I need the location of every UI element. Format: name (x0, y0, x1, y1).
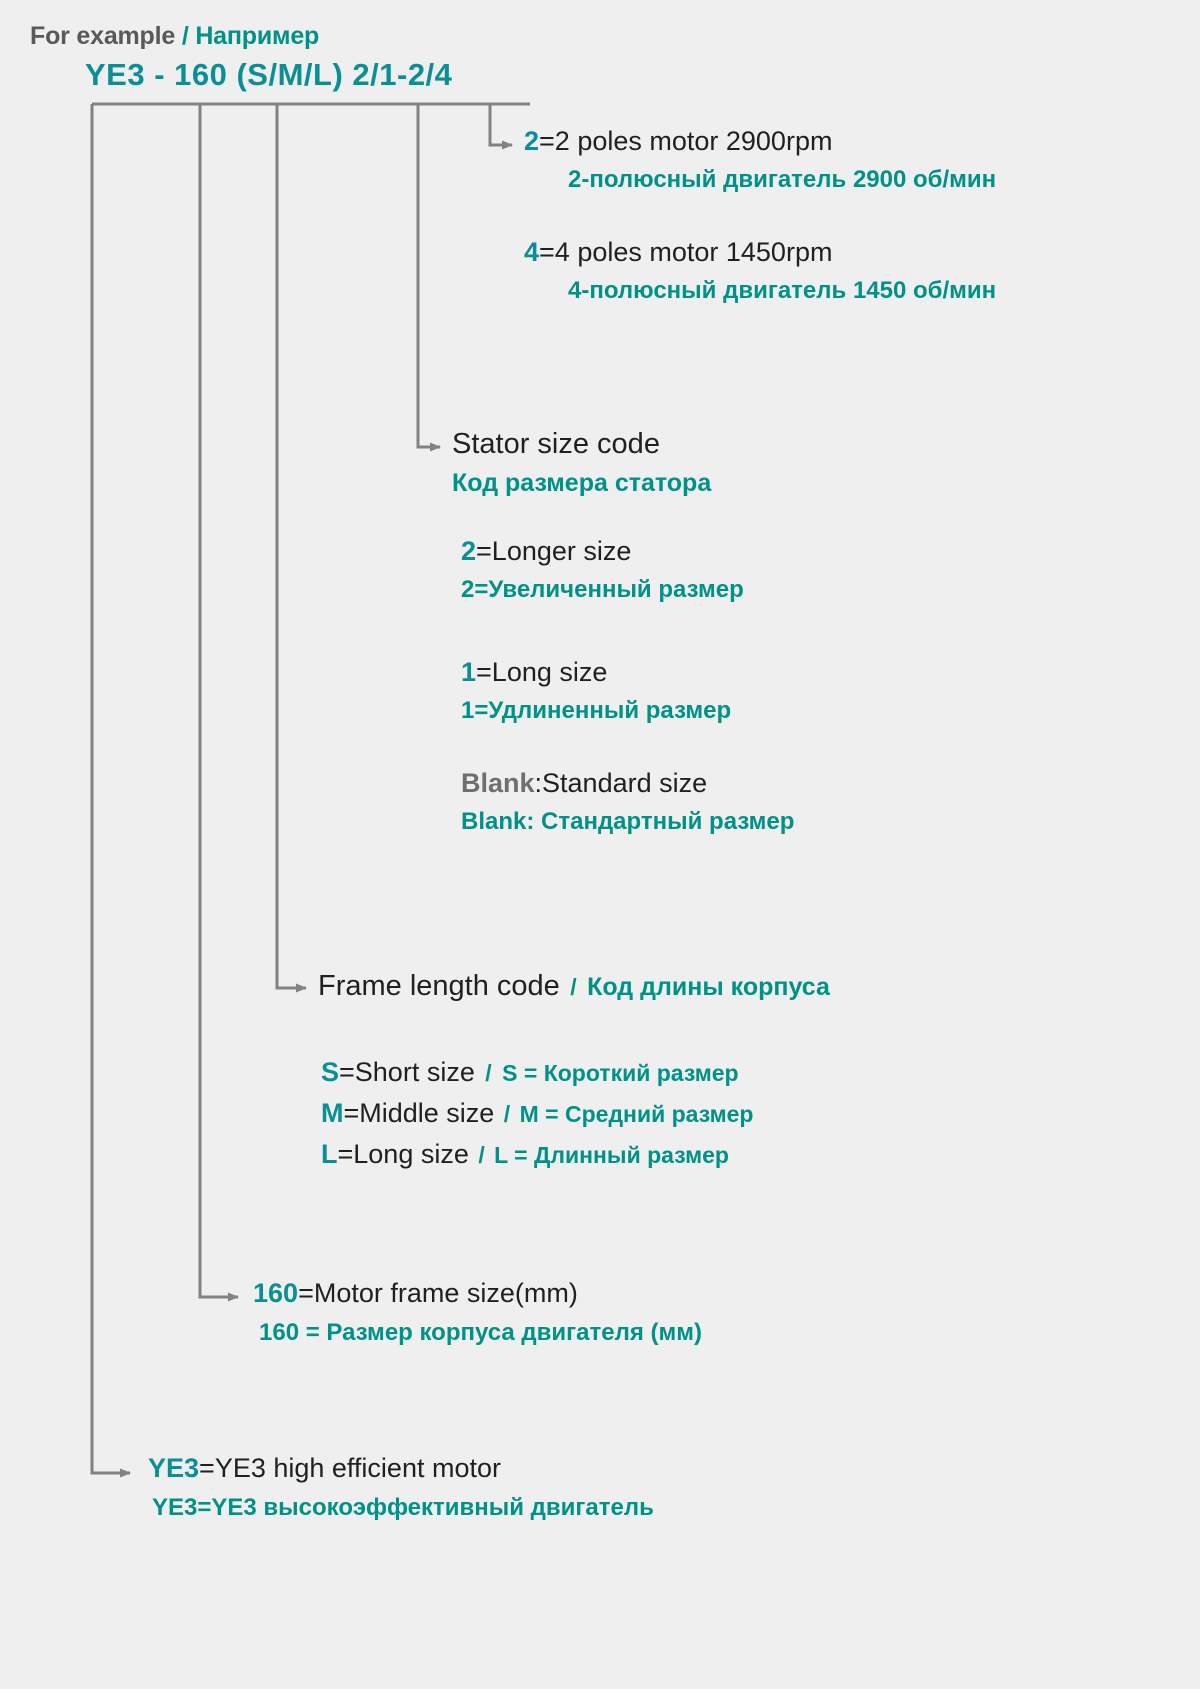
series-entry-ye3-code: YE3 (148, 1453, 200, 1483)
series-entry-ye3-ru: YE3=YE3 высокоэффективный двигатель (152, 1493, 654, 1521)
header-separator: / (181, 22, 189, 50)
frame-length-entry-l-sep: / (478, 1142, 485, 1168)
frame-length-entry-l-ru: L = Длинный размер (494, 1142, 729, 1168)
poles-entry-4-ru: 4-полюсный двигатель 1450 об/мин (568, 276, 997, 304)
frame-length-title-en: Frame length code (318, 970, 560, 1002)
model-code: YE3 - 160 (S/M/L) 2/1-2/4 (85, 57, 453, 92)
header-example: For example / Например (30, 22, 319, 51)
poles-entry-4-en: =4 poles motor 1450rpm (539, 237, 833, 267)
frame-length-entry-m-code: M (321, 1098, 344, 1128)
section-poles-entry-4: 4=4 poles motor 1450rpm 4-полюсный двига… (524, 237, 996, 306)
frame-length-entry-s-sep: / (485, 1060, 492, 1086)
stator-size-entry-2-ru: 2=Увеличенный размер (461, 575, 744, 603)
frame-size-entry-160-ru: 160 = Размер корпуса двигателя (мм) (259, 1318, 703, 1346)
frame-length-entry-l: L=Long size / L = Длинный размер (321, 1139, 729, 1171)
frame-length-entry-s: S=Short size / S = Короткий размер (321, 1057, 739, 1089)
poles-entry-4-code: 4 (524, 237, 540, 267)
frame-length-title-ru: Код длины корпуса (587, 973, 830, 1001)
stator-size-entry-2: 2=Longer size 2=Увеличенный размер (461, 536, 744, 605)
section-poles-entry-2: 2=2 poles motor 2900rpm 2-полюсный двига… (524, 126, 996, 195)
frame-length-entry-s-ru: S = Короткий размер (502, 1060, 739, 1086)
frame-length-entry-l-en: =Long size (337, 1139, 469, 1169)
poles-entry-2-code: 2 (524, 126, 540, 156)
poles-entry-2-ru: 2-полюсный двигатель 2900 об/мин (568, 165, 997, 193)
stator-size-entry-blank: Blank:Standard size Blank: Стандартный р… (461, 768, 794, 837)
stator-size-entry-2-line: 2=Longer size (461, 536, 744, 568)
frame-size-entry-160-line: 160=Motor frame size(mm) (253, 1278, 702, 1310)
header-example-en: For example (30, 22, 176, 50)
section-frame-length-title: Frame length code / Код длины корпуса (318, 970, 830, 1003)
stator-size-entry-1-ru: 1=Удлиненный размер (461, 696, 732, 724)
stator-size-entry-blank-ru: Blank: Стандартный размер (461, 807, 795, 835)
section-stator-size-title: Stator size code Код размера статора (452, 428, 711, 498)
stator-size-entry-1-code: 1 (461, 657, 477, 687)
frame-length-entry-m: M=Middle size / M = Средний размер (321, 1098, 753, 1130)
frame-length-entry-m-en: =Middle size (343, 1098, 495, 1128)
frame-size-entry-160: 160=Motor frame size(mm) 160 = Размер ко… (253, 1278, 702, 1348)
series-entry-ye3: YE3=YE3 high efficient motor YE3=YE3 выс… (148, 1453, 654, 1523)
stator-size-entry-2-en: =Longer size (476, 536, 632, 566)
frame-length-entry-s-en: =Short size (339, 1057, 475, 1087)
stator-size-entry-blank-en: :Standard size (534, 768, 708, 798)
frame-length-entry-s-code: S (321, 1057, 340, 1087)
series-entry-ye3-line: YE3=YE3 high efficient motor (148, 1453, 654, 1485)
poles-entry-4-line: 4=4 poles motor 1450rpm (524, 237, 996, 269)
frame-size-entry-160-en: =Motor frame size(mm) (298, 1278, 578, 1308)
frame-size-entry-160-code: 160 (253, 1278, 299, 1308)
poles-entry-2-en: =2 poles motor 2900rpm (539, 126, 833, 156)
series-entry-ye3-en: =YE3 high efficient motor (199, 1453, 501, 1483)
stator-size-entry-1-en: =Long size (476, 657, 608, 687)
frame-length-entry-l-code: L (321, 1139, 338, 1169)
stator-size-entry-2-code: 2 (461, 536, 477, 566)
stator-size-entry-1-line: 1=Long size (461, 657, 731, 689)
stator-size-entry-1: 1=Long size 1=Удлиненный размер (461, 657, 731, 726)
stator-size-entry-blank-code: Blank (461, 768, 535, 798)
poles-entry-2-line: 2=2 poles motor 2900rpm (524, 126, 996, 158)
stator-size-title-ru: Код размера статора (452, 469, 712, 497)
stator-size-title-en: Stator size code (452, 428, 660, 460)
frame-length-entry-m-sep: / (503, 1101, 511, 1127)
frame-length-title-sep: / (570, 974, 577, 1000)
header-example-ru: Например (195, 22, 320, 50)
stator-size-entry-blank-line: Blank:Standard size (461, 768, 794, 800)
frame-length-entry-m-ru: M = Средний размер (519, 1101, 754, 1127)
